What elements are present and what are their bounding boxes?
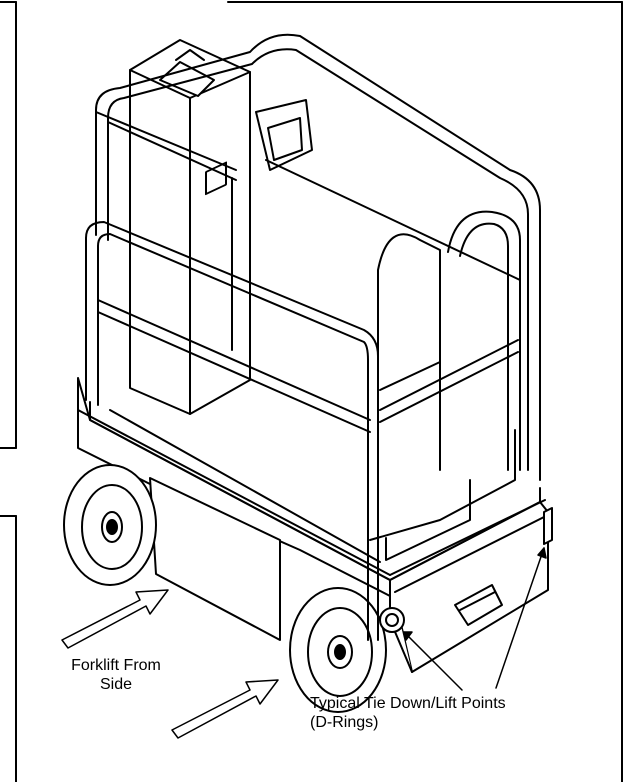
forklift-arrow-lower (171, 679, 279, 739)
guardrail (85, 33, 541, 641)
right-wheel (289, 587, 387, 713)
d-ring-right (543, 507, 553, 545)
tie-down-lift-points-label: Typical Tie Down/Lift Points (D-Rings) (310, 694, 610, 732)
forklift-arrow-upper (61, 589, 169, 649)
tiedown-label-line-1: Typical Tie Down/Lift Points (310, 695, 506, 712)
tiedown-label-line-2: (D-Rings) (310, 714, 379, 731)
callout-arrow-left-dring (403, 631, 463, 691)
callout-arrow-right-dring (495, 547, 547, 689)
forklift-label-line-2: Side (99, 676, 133, 693)
forklift-from-side-label: Forklift From Side (36, 656, 196, 694)
left-wheel (63, 464, 157, 586)
front-storage-box (454, 584, 503, 626)
forklift-label-line-1: Forklift From (71, 657, 161, 674)
control-box (255, 99, 313, 171)
platform-deck (89, 401, 541, 581)
d-ring-left (379, 607, 405, 633)
